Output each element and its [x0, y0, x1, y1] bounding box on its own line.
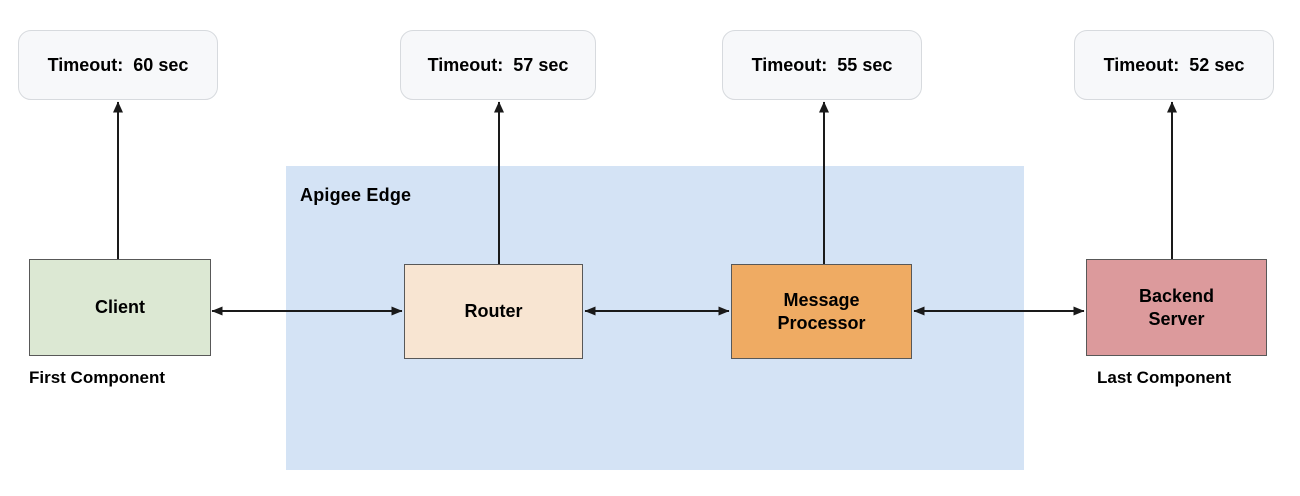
apigee-edge-label: Apigee Edge	[300, 185, 412, 205]
timeout-callout-client-label: Timeout: 60 sec	[47, 54, 189, 75]
node-backend-server-label: Backend Server	[1138, 286, 1215, 329]
apigee-edge-region	[286, 166, 1024, 470]
node-client: Client	[29, 259, 211, 356]
timeout-callout-backend-server-label: Timeout: 52 sec	[1103, 54, 1245, 75]
timeout-callout-router: Timeout: 57 sec	[400, 30, 596, 100]
timeout-callout-router-label: Timeout: 57 sec	[427, 54, 569, 75]
node-router-label: Router	[464, 301, 523, 322]
timeout-callout-backend-server: Timeout: 52 sec	[1074, 30, 1274, 100]
node-message-processor: Message Processor	[731, 264, 912, 359]
timeout-callout-message-processor-label: Timeout: 55 sec	[751, 54, 893, 75]
caption-first-component: First Component	[29, 368, 165, 387]
caption-last-component: Last Component	[1097, 368, 1232, 387]
node-router: Router	[404, 264, 583, 359]
node-client-label: Client	[94, 297, 145, 318]
node-backend-server: Backend Server	[1086, 259, 1267, 356]
timeout-callout-client: Timeout: 60 sec	[18, 30, 218, 100]
node-message-processor-label: Message Processor	[777, 290, 866, 333]
timeout-callout-message-processor: Timeout: 55 sec	[722, 30, 922, 100]
